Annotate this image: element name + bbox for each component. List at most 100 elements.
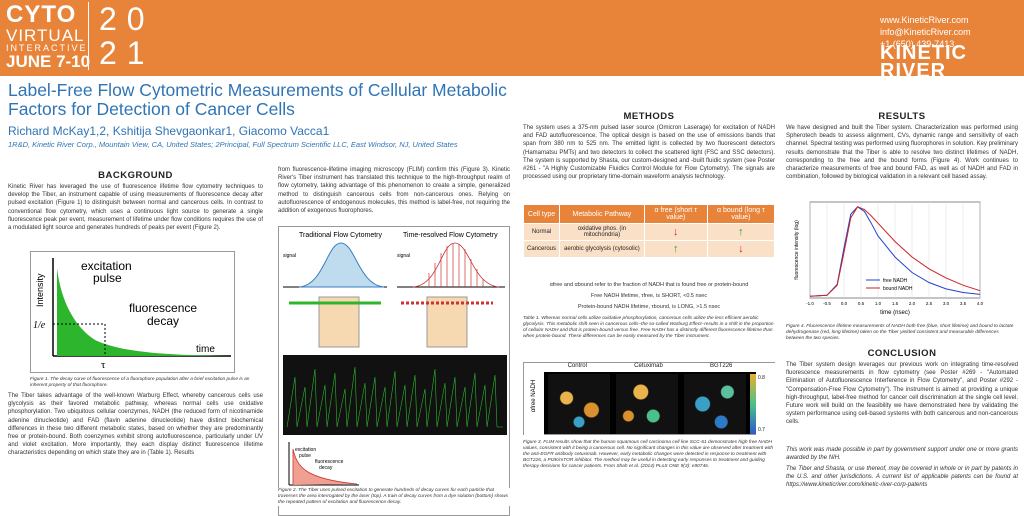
fig2-svg: Traditional Flow Cytometry Time-resolved… bbox=[283, 232, 507, 486]
email-link[interactable]: info@KineticRiver.com bbox=[880, 27, 971, 37]
fig1-pulse: pulse bbox=[93, 271, 122, 285]
conclusion-paragraph-1: The Tiber system design leverages our pr… bbox=[786, 362, 1018, 426]
table-note-2: Free NADH lifetime, τfree, is SHORT, <0.… bbox=[590, 293, 708, 299]
methods-heading: METHODS bbox=[623, 111, 675, 122]
arrow-down-icon: ↓ bbox=[643, 223, 708, 241]
fig2-flowcell-1 bbox=[318, 296, 360, 348]
interactive-text: INTERACTIVE bbox=[6, 43, 88, 53]
table-note-1: αfree and αbound refer to the fraction o… bbox=[549, 282, 749, 288]
fig2-pulse-train-trace bbox=[283, 355, 507, 435]
header-banner: CYTO VIRTUAL INTERACTIVE JUNE 7-10 20 21… bbox=[0, 0, 1024, 81]
fig2-trace-line bbox=[286, 366, 503, 428]
logo-bottom: RIVER bbox=[880, 60, 947, 82]
methods-paragraph: The system uses a 375-nm pulsed laser so… bbox=[523, 125, 775, 181]
arrow-up-icon: ↑ bbox=[643, 240, 708, 258]
arrow-down-icon: ↓ bbox=[706, 240, 776, 258]
fig2-inset-decay bbox=[292, 448, 358, 485]
year-top: 20 bbox=[99, 1, 155, 37]
table-1: Cell type Metabolic Pathway α free (shor… bbox=[522, 204, 776, 258]
chart-xlabel: time (nsec) bbox=[880, 310, 910, 316]
fig1-decay-fill bbox=[57, 268, 226, 356]
conclusion-paragraph-3: The Tiber and Shasta, or use thereof, ma… bbox=[786, 466, 1018, 489]
fig3-scale-bottom: 0.7 bbox=[758, 427, 765, 433]
fig3-colorbar bbox=[750, 374, 756, 434]
fig3-cetuximab-label: Cetuximab bbox=[634, 363, 663, 369]
chart-legend-label: free NADH bbox=[883, 278, 908, 284]
fig2-gaussian bbox=[298, 242, 385, 288]
table-pathway: oxidative phos. (in mitochondria) bbox=[559, 223, 645, 241]
chart-tick-label: 3.0 bbox=[943, 301, 950, 306]
virtual-text: VIRTUAL bbox=[6, 26, 85, 45]
chart-ylabel: fluorescence intensity (log) bbox=[794, 220, 800, 280]
fig1-decay: decay bbox=[147, 314, 179, 328]
figure-4-caption: Figure 4. Fluorescence lifetime measurem… bbox=[786, 324, 1014, 341]
figure-3-caption: Figure 3. FLIM results show that the hum… bbox=[523, 440, 774, 469]
fig2-signal-label-2: signal bbox=[397, 253, 410, 259]
chart-tick-label: 1.5 bbox=[892, 301, 899, 306]
fig3-ylabel: αfree NADH bbox=[531, 379, 538, 413]
figure-2: Traditional Flow Cytometry Time-resolved… bbox=[278, 226, 510, 516]
fig2-traditional-label: Traditional Flow Cytometry bbox=[299, 232, 382, 239]
chart-tick-label: 4.0 bbox=[977, 301, 984, 306]
chart-tick-label: 0.5 bbox=[858, 301, 865, 306]
fig2-inset-fluorescence: fluorescence bbox=[315, 459, 344, 465]
table-h-free: α free (short τ value) bbox=[643, 204, 708, 224]
fig1-fluorescence: fluorescence bbox=[129, 301, 197, 315]
arrow-up-icon: ↑ bbox=[706, 223, 776, 241]
chart-tick-label: 1.0 bbox=[875, 301, 882, 306]
fig3-bgt-label: BGT226 bbox=[710, 363, 733, 369]
background-paragraph-1: Kinetic River has leveraged the use of f… bbox=[8, 184, 263, 232]
fig1-one-over-e: 1/e bbox=[33, 320, 46, 331]
chart-tick-label: -1.0 bbox=[806, 301, 814, 306]
background-paragraph-2: The Tiber takes advantage of the well-kn… bbox=[8, 393, 263, 457]
fig1-decay-svg: Intensity excitation pulse fluorescence … bbox=[33, 258, 231, 371]
fig1-tau: τ bbox=[101, 359, 106, 371]
table-1-caption: Table 1. Whereas normal cells utilize ox… bbox=[523, 316, 774, 339]
year-bottom: 21 bbox=[99, 35, 155, 71]
fig2-inset-pulse: pulse bbox=[299, 453, 311, 459]
fig1-ylabel: Intensity bbox=[35, 273, 45, 307]
cyto-logo: CYTO VIRTUAL INTERACTIVE JUNE 7-10 bbox=[6, 1, 91, 71]
poster-title: Label-Free Flow Cytometric Measurements … bbox=[8, 80, 507, 119]
kinetic-river-logo: KINETIC RIVER bbox=[880, 42, 967, 82]
results-paragraph: We have designed and built the Tiber sys… bbox=[786, 125, 1018, 181]
figure-1-caption: Figure 1. The decay curve of fluorescenc… bbox=[30, 377, 250, 388]
results-heading: RESULTS bbox=[878, 111, 926, 122]
table-note-3: Protein-bound NADH lifetime, τbound, is … bbox=[577, 304, 721, 310]
table-h-bound: α bound (long τ value) bbox=[706, 204, 776, 224]
table-h-pathway: Metabolic Pathway bbox=[559, 204, 645, 224]
phone-text: +1 (650) 439-7413 bbox=[880, 39, 955, 49]
fig2-time-resolved-label: Time-resolved Flow Cytometry bbox=[403, 232, 498, 239]
chart-legend-label: bound NADH bbox=[883, 286, 913, 292]
chart-tick-label: 2.0 bbox=[909, 301, 916, 306]
chart-tick-label: 3.5 bbox=[960, 301, 967, 306]
logo-top: KINETIC bbox=[880, 42, 967, 64]
background-heading: BACKGROUND bbox=[98, 170, 173, 181]
fig2-inset-decay-label: decay bbox=[319, 465, 333, 471]
fig2-flowcell-2 bbox=[426, 296, 468, 348]
fig3-control-label: Control bbox=[567, 363, 587, 369]
col2-paragraph: from fluorescence-lifetime imaging micro… bbox=[278, 167, 510, 215]
chart-series-line bbox=[809, 206, 981, 297]
figure-1: Intensity excitation pulse fluorescence … bbox=[30, 251, 235, 373]
website-link[interactable]: www.KineticRiver.com bbox=[880, 15, 969, 25]
table-notes: αfree and αbound refer to the fraction o… bbox=[523, 280, 775, 313]
fig2-pulse-envelope bbox=[412, 242, 500, 288]
fig1-time: time bbox=[196, 344, 215, 355]
conclusion-heading: CONCLUSION bbox=[867, 348, 937, 359]
conclusion-paragraph-2: This work was made possible in part by g… bbox=[786, 447, 1018, 462]
fig2-inset-excitation: excitation bbox=[295, 447, 316, 453]
fig2-pulse-train bbox=[428, 243, 484, 287]
chart-tick-label: -0.5 bbox=[823, 301, 831, 306]
dates-text: JUNE 7-10 bbox=[6, 52, 91, 71]
table-cell: Cancerous bbox=[522, 240, 561, 258]
year-mark: 20 21 bbox=[88, 2, 155, 70]
chart-tick-label: 0.0 bbox=[841, 301, 848, 306]
table-pathway: aerobic glycolysis (cytosolic) bbox=[559, 240, 645, 258]
authors: Richard McKay1,2, Kshitija Shevgaonkar1,… bbox=[8, 124, 330, 138]
figure-2-caption: Figure 2. The Tiber uses pulsed excitati… bbox=[278, 488, 510, 506]
cyto-text: CYTO bbox=[6, 1, 77, 28]
fig3-control-image bbox=[548, 374, 610, 434]
